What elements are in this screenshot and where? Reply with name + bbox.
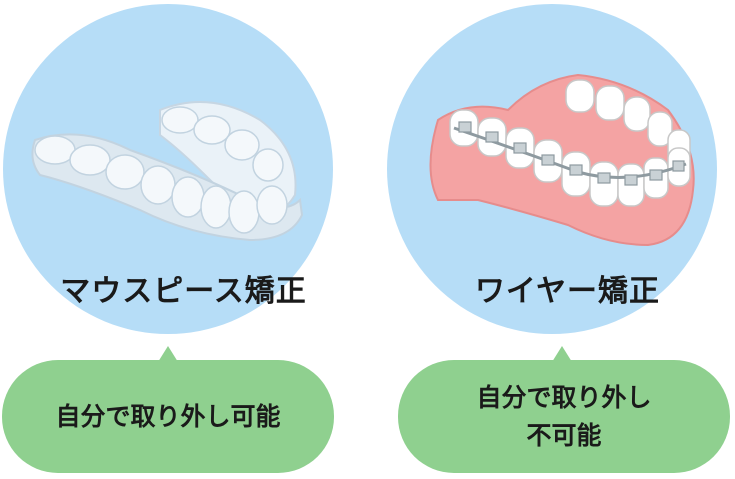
bubble-line: 不可能: [526, 420, 602, 450]
brackets: [458, 121, 685, 186]
wire-title: ワイヤー矯正: [474, 274, 661, 309]
not-removable-note-bubble: 自分で取り外し 不可能: [398, 360, 730, 473]
speech-bubble-tail: [158, 346, 178, 362]
aligner-teeth: [34, 106, 288, 234]
option-wire: ワイヤー矯正 自分で取り外し 不可能: [368, 0, 735, 479]
wire-braces-illustration: [429, 73, 695, 247]
removable-note-bubble: 自分で取り外し可能: [2, 360, 334, 473]
bubble-line: 自分で取り外し: [476, 382, 652, 412]
option-mouthpiece: マウスピース矯正 自分で取り外し可能: [0, 0, 367, 479]
mouthpiece-title: マウスピース矯正: [60, 274, 307, 309]
bubble-line: 自分で取り外し可能: [55, 401, 281, 431]
clear-aligner-illustration: [31, 101, 304, 242]
speech-bubble-tail: [552, 346, 572, 362]
bubble-text: 自分で取り外し可能: [55, 398, 280, 436]
bubble-text: 自分で取り外し 不可能: [476, 379, 651, 455]
